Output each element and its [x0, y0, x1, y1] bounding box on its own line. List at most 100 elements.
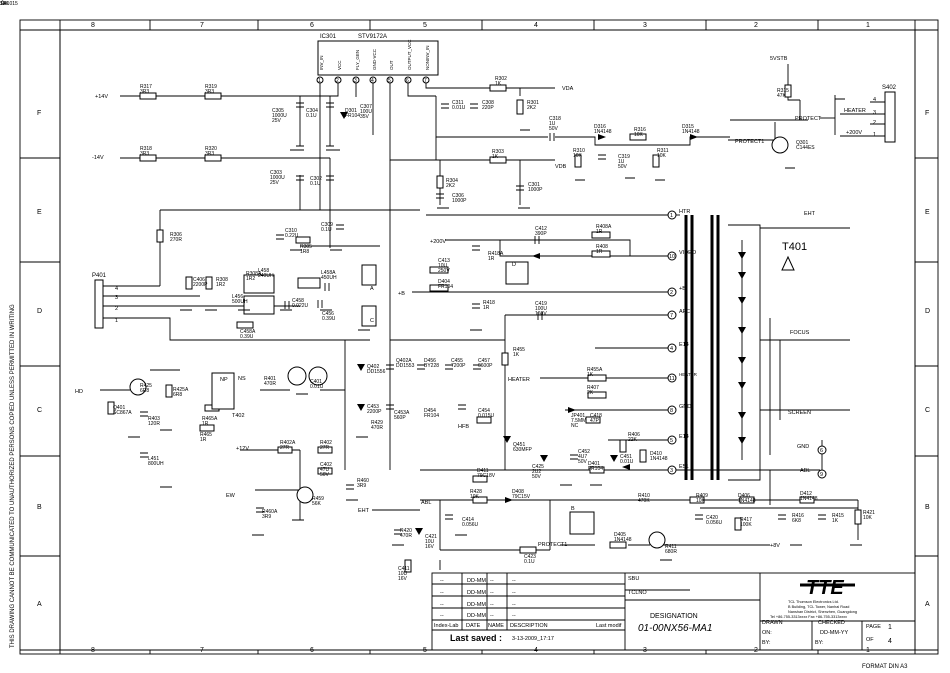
component-ref: R420: [400, 528, 412, 534]
rev-cell: DD-MM: [467, 613, 486, 619]
row-letter: F: [925, 110, 929, 117]
component-value: 7200P: [451, 363, 466, 369]
component-value: 1R: [483, 305, 490, 311]
component-value: 47U: [320, 467, 330, 473]
component-ref: R408A: [596, 224, 612, 230]
net-label: +200V: [430, 239, 446, 245]
col-number-bottom: 3: [643, 647, 647, 654]
component-ref: C412: [535, 226, 547, 232]
rev-header: Last modif: [596, 623, 622, 629]
ic-part: STV9172A: [358, 34, 387, 40]
component-ref: R306: [170, 232, 182, 238]
component-value: 100U: [535, 306, 547, 312]
component-value: 56K: [312, 501, 322, 507]
component-value: 1N4148: [594, 129, 612, 135]
col-number-bottom: 4: [534, 647, 538, 654]
component-ref: C309: [321, 222, 333, 228]
row-ticks: [20, 157, 938, 557]
s402-label: HEATER: [844, 108, 866, 114]
row-letter: F: [37, 110, 41, 117]
net-label: A: [370, 286, 374, 292]
component-ref: C411: [398, 566, 410, 572]
col-number-bottom: 2: [754, 647, 758, 654]
component-value: 10K: [470, 494, 480, 500]
designation-label: DESIGNATION: [650, 613, 698, 620]
fbt-pin-name: E51: [679, 464, 689, 470]
ic-pin: 5: [388, 78, 391, 84]
s402-label: +200V: [846, 130, 862, 136]
component-ref: D412: [800, 491, 812, 497]
component-ref: Q402: [367, 364, 379, 370]
component-ref: C301: [528, 182, 540, 188]
component-ref: C452: [578, 449, 590, 455]
rev-cell: --: [440, 578, 444, 584]
col-number-top: 1: [866, 22, 870, 29]
component-ref: D411: [477, 468, 489, 474]
fbt-pin-name: VIDEO: [679, 250, 697, 256]
component-value: 0.015U: [478, 413, 495, 419]
component-ref: R407: [587, 385, 599, 391]
component-value: 1N4148: [682, 129, 700, 135]
component-value: 240UH: [258, 273, 274, 279]
outer-frame: [19, 19, 939, 655]
component-value: 10K: [573, 153, 583, 159]
component-value: 470R: [264, 381, 276, 387]
component-value: SA1015: [0, 1, 18, 7]
component-ref: R425: [140, 383, 152, 389]
fbt-pin: 11: [669, 376, 675, 382]
col-number-top: 6: [310, 22, 314, 29]
component-ref: C451: [620, 454, 632, 460]
component-ref: C419: [535, 301, 547, 307]
component-value: 3R3: [140, 89, 149, 95]
of-value: 4: [888, 638, 892, 645]
component-ref: R402A: [280, 440, 296, 446]
component-value: 1U: [549, 121, 556, 127]
rev-cell: --: [440, 613, 444, 619]
net-label: +14V: [95, 94, 108, 100]
net-label: ABL: [421, 500, 431, 506]
component-ref: R317: [140, 84, 152, 90]
s402-pin: 3: [873, 110, 876, 116]
component-ref: C406: [193, 277, 205, 283]
rev-header: DATE: [466, 623, 481, 629]
col-number-top: 4: [534, 22, 538, 29]
component-ref: L458: [258, 268, 269, 274]
component-ref: D405: [614, 532, 626, 538]
component-ref: D301: [345, 108, 357, 114]
col-number-bottom: 7: [200, 647, 204, 654]
component-ref: R402: [320, 440, 332, 446]
fbt-pin-name: HEATER: [679, 372, 698, 377]
fbt-pin-name: E14: [679, 434, 689, 440]
s402-pin: 4: [873, 97, 876, 103]
p401-pin: 4: [115, 286, 118, 292]
component-value: 47P: [590, 418, 600, 424]
component-value: FR104: [588, 466, 603, 472]
ic-pin-label: VCC: [337, 60, 342, 70]
component-value: 0.01U: [310, 384, 324, 390]
component-ref: R428: [470, 489, 482, 495]
component-value: 0.39U: [322, 316, 336, 322]
row-letter: D: [37, 308, 42, 315]
col-number-top: 3: [643, 22, 647, 29]
component-ref: D454: [424, 408, 436, 414]
net-label: PROTECT: [795, 116, 822, 122]
component-value: 1N4148: [738, 498, 756, 504]
component-ref: R301: [527, 100, 539, 106]
rev-header: DESCRIPTION: [510, 623, 548, 629]
net-label: HD: [75, 389, 83, 395]
component-value: 27R: [280, 445, 290, 451]
component-value: 50V: [618, 164, 628, 170]
component-labels: R3173R3R3193R3R3183R3R3203R3R3021KR3012K…: [0, 0, 875, 582]
company-line: B Building, TCL Tower, Nanhai Road: [788, 605, 849, 609]
net-label: NP: [220, 377, 228, 383]
component-ref: R403: [148, 416, 160, 422]
component-value: 100K: [740, 522, 752, 528]
fbt-pin-name: HTR: [679, 209, 690, 215]
component-value: 160V: [535, 311, 547, 317]
component-value: 220P: [482, 105, 494, 111]
col-number-bottom: 8: [91, 647, 95, 654]
component-ref: C304: [306, 108, 318, 114]
component-ref: R308A: [246, 271, 262, 277]
component-value: 10K: [696, 498, 706, 504]
